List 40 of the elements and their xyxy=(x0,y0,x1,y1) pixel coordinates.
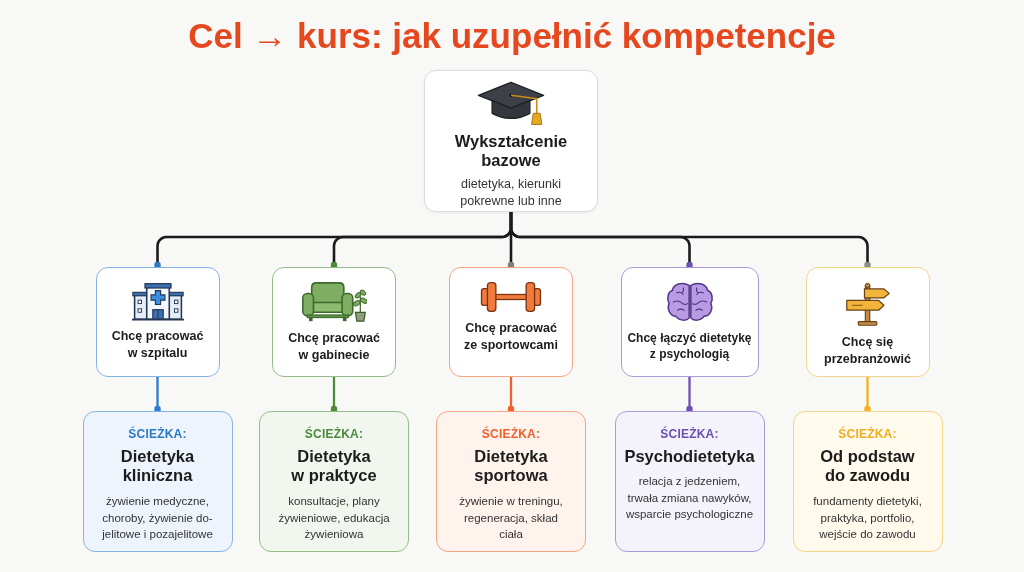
node-heading: Od podstaw do zawodu xyxy=(819,446,916,487)
goal-card xyxy=(449,267,573,377)
path-label: ŚCIEŻKA: xyxy=(838,427,897,443)
node-description: konsultacje, plany żywieniowe, edukacja żywieniowa xyxy=(277,494,391,542)
path-label: ŚCIEŻKA: xyxy=(128,427,187,443)
connector xyxy=(864,377,871,413)
node-heading: Chcę pracować w szpitalu xyxy=(110,328,205,362)
node-description: relacja z jedzeniem, trwała zmiana nawyków, wsparcie psychologiczne xyxy=(624,474,755,523)
path-label: ŚCIEŻKA: xyxy=(304,427,364,443)
path-card xyxy=(792,411,943,552)
diagram-title: Cel → kurs: jak uzupełnić kompetencje xyxy=(188,15,836,57)
path-card xyxy=(82,411,233,552)
node-heading: Dietetyka w praktyce xyxy=(290,446,378,487)
node-heading: Dietetyka sportowa xyxy=(473,446,549,487)
goal-card xyxy=(620,267,759,377)
node-heading: Wykształcenie bazowe xyxy=(453,132,569,170)
goal-card xyxy=(95,267,220,377)
path-card xyxy=(259,411,409,552)
node-description: fundamenty dietetyki, praktyka, portfolio, wejście do zawodu xyxy=(812,494,923,542)
connector xyxy=(330,377,338,413)
node-heading: Psychodietetyka xyxy=(624,446,755,467)
connector xyxy=(507,377,515,413)
node-description: żywienie medyczne, choroby, żywienie do-jelitowe i pozajelitowe xyxy=(101,494,214,542)
node-heading: Chcę pracować w gabinecie xyxy=(287,330,381,364)
path-card xyxy=(614,411,765,552)
connector xyxy=(686,377,693,413)
path-card xyxy=(436,411,586,552)
path-label: ŚCIEŻKA: xyxy=(481,427,541,443)
root-card xyxy=(424,70,598,212)
node-description: żywienie w treningu, regeneracja, skład ciała xyxy=(458,494,564,542)
node-description: dietetyka, kierunki pokrewne lub inne xyxy=(459,175,563,211)
path-label: ŚCIEŻKA: xyxy=(660,427,719,443)
node-heading: Chcę się przebranżowić xyxy=(823,334,912,368)
connector xyxy=(509,212,871,269)
node-heading: Chcę łączyć dietetykę z psychologią xyxy=(626,330,753,363)
connector xyxy=(154,377,161,413)
node-heading: Dietetyka kliniczna xyxy=(119,446,196,487)
node-heading: Chcę pracować ze sportowcami xyxy=(463,320,559,354)
goal-card xyxy=(805,267,930,377)
goal-card xyxy=(272,267,396,377)
